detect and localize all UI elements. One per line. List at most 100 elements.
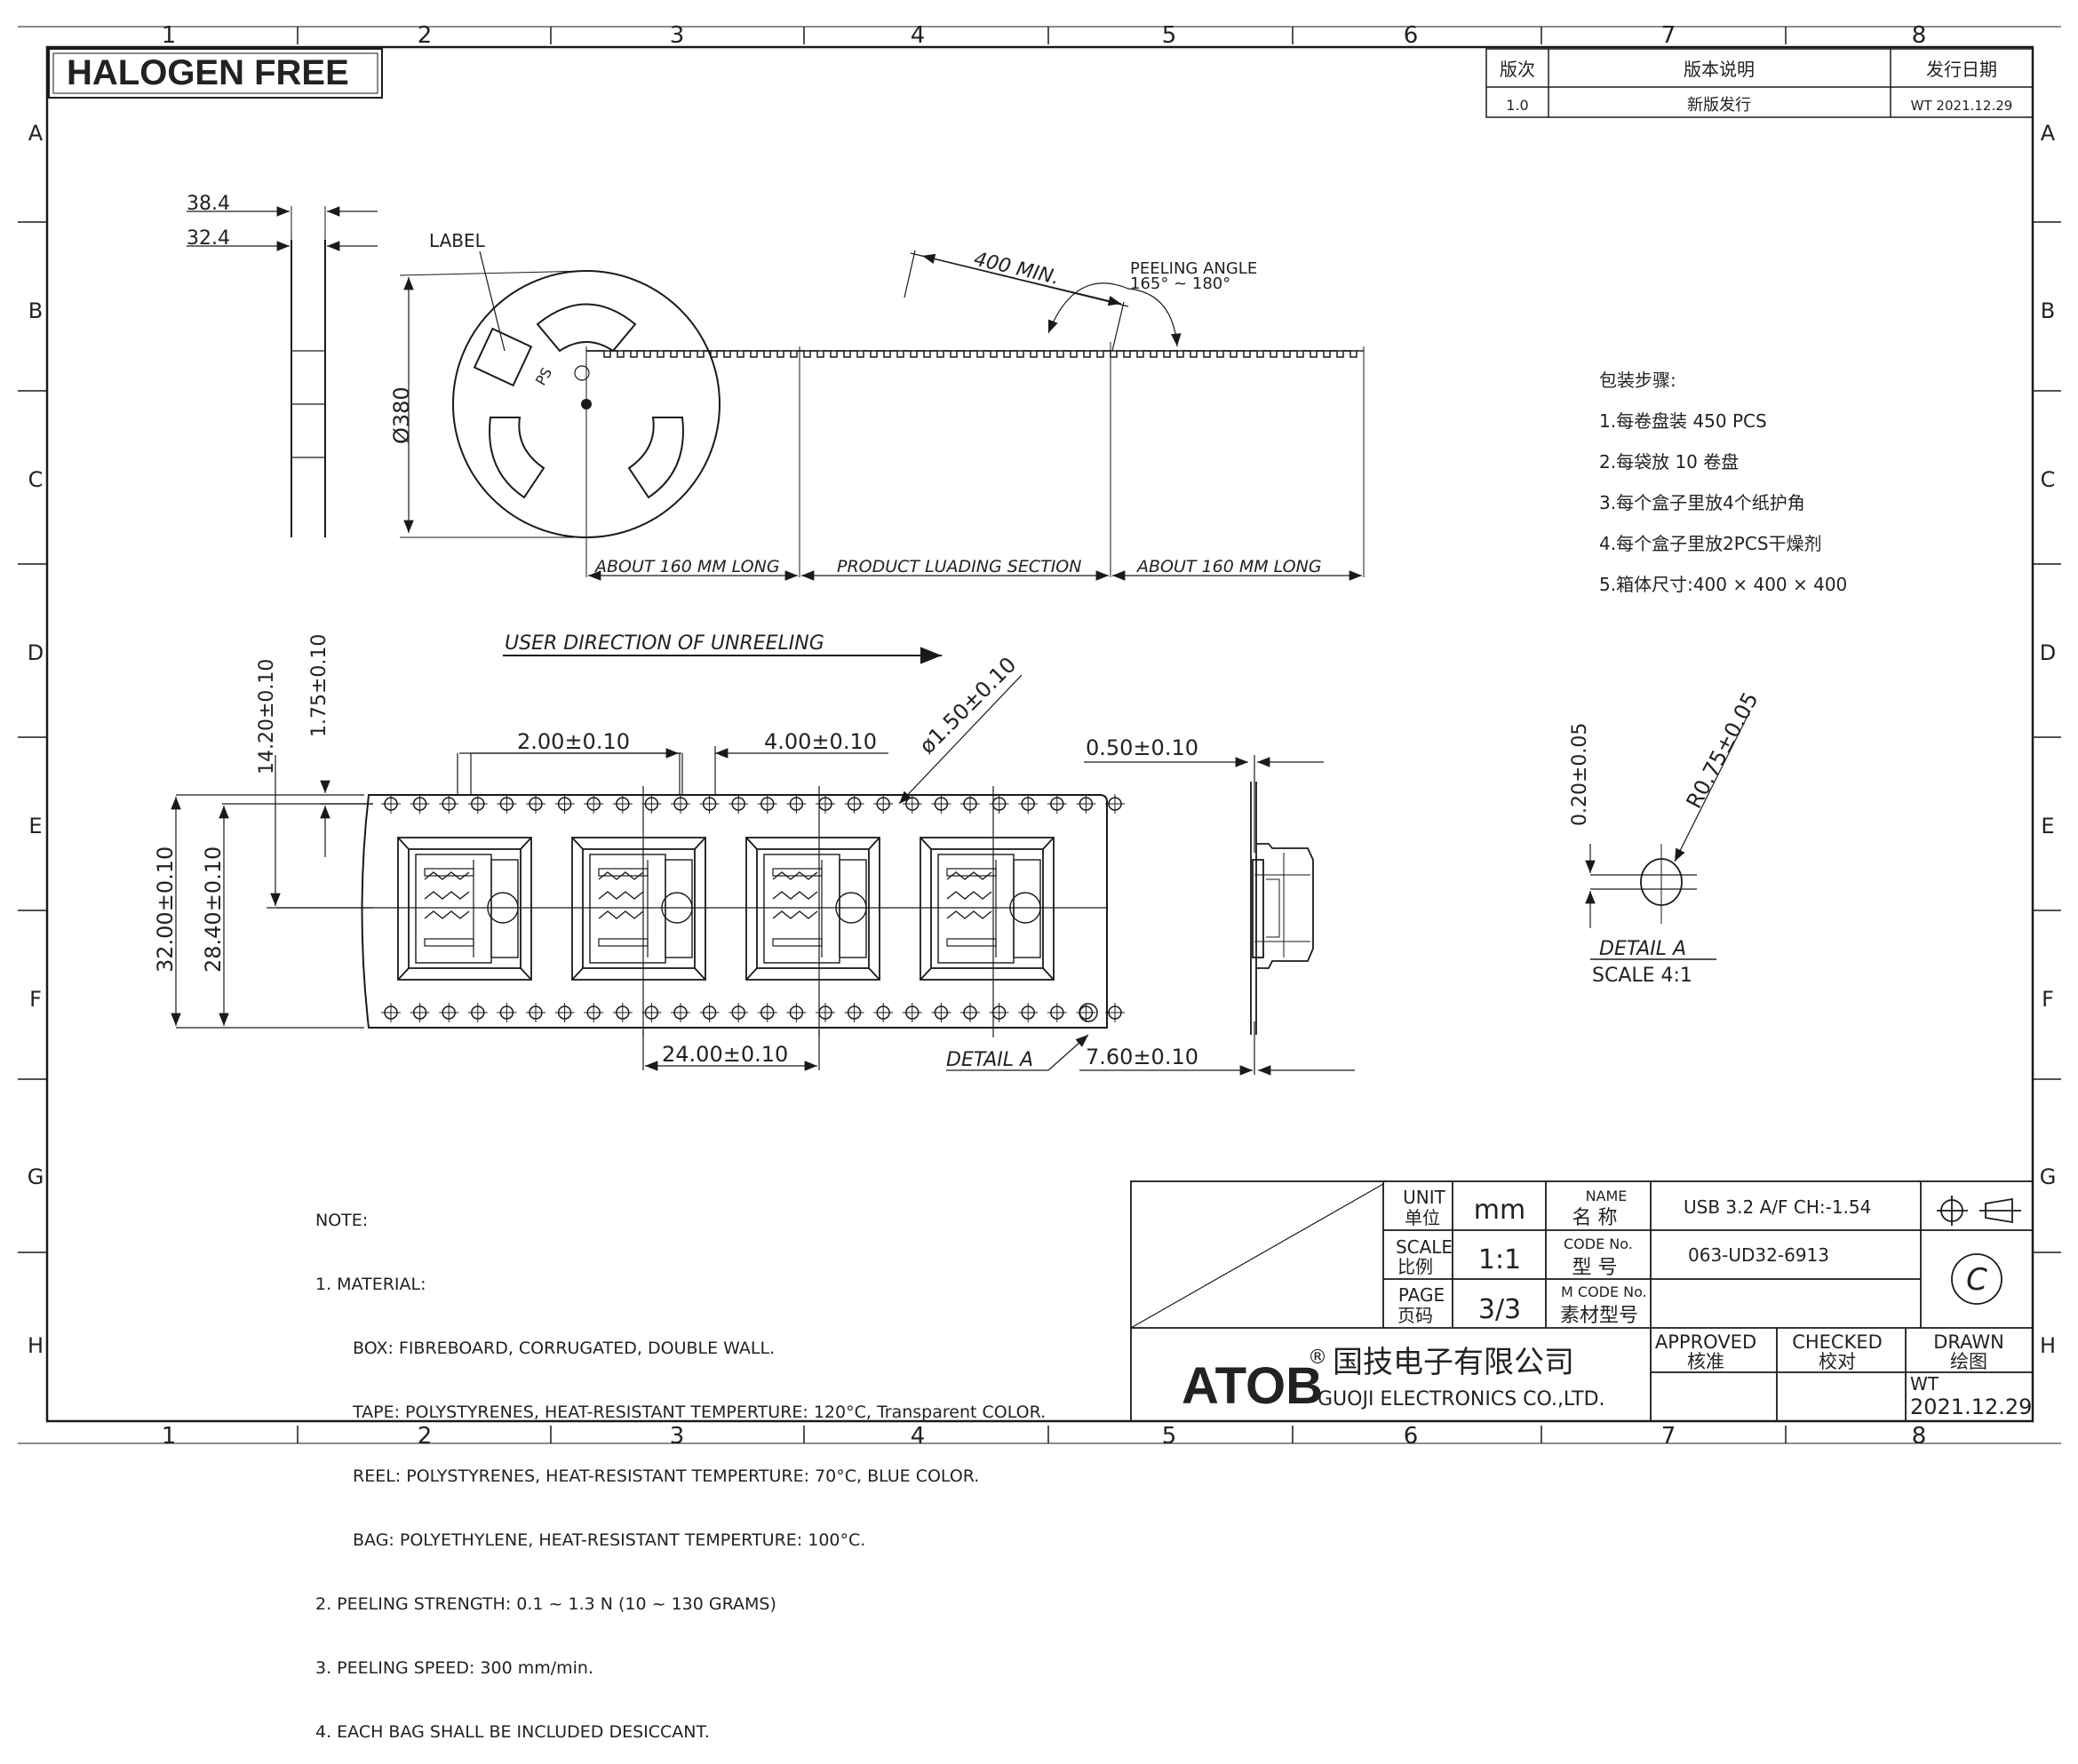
checked-label-en: CHECKED — [1792, 1331, 1883, 1353]
drawn-by: WT — [1910, 1373, 1939, 1395]
rev-row-version: 1.0 — [1506, 97, 1528, 114]
zone-col-label: 1 — [162, 22, 177, 49]
note-line: BAG: POLYETHYLENE, HEAT-RESISTANT TEMPER… — [353, 1530, 866, 1550]
tape-min-length: 400 MIN. — [972, 248, 1062, 289]
notes-block: NOTE: 1. MATERIAL: BOX: FIBREBOARD, CORR… — [315, 1167, 1046, 1764]
tape-profile-top — [585, 250, 1365, 581]
zone-col-label: 4 — [911, 1423, 926, 1450]
company-name-en: GUOJI ELECTRONICS CO.,LTD. — [1318, 1388, 1605, 1410]
zone-row-label: B — [2041, 298, 2055, 323]
zone-row-label: H — [2040, 1333, 2056, 1358]
zone-row-label: H — [28, 1333, 44, 1358]
detail-a-scale: SCALE 4:1 — [1592, 965, 1692, 987]
pocket — [745, 837, 880, 981]
rev-row-date: WT 2021.12.29 — [1911, 98, 2013, 114]
dim-1-75: 1.75±0.10 — [308, 634, 330, 737]
peeling-angle-range: 165° ~ 180° — [1130, 274, 1230, 293]
note-line: 4. EACH BAG SHALL BE INCLUDED DESICCANT. — [315, 1722, 710, 1742]
zone-ticks — [18, 27, 2061, 1443]
unreeling-direction: USER DIRECTION OF UNREELING — [505, 632, 824, 655]
zone-col-label: 4 — [911, 22, 926, 49]
packing-title: 包装步骤: — [1599, 369, 1676, 391]
zone-row-label: E — [2041, 814, 2054, 838]
rev-header-desc: 版本说明 — [1684, 59, 1755, 80]
tape-side-section — [1250, 782, 1314, 1035]
zone-col-label: 1 — [162, 1423, 177, 1450]
dim-24-00: 24.00±0.10 — [662, 1042, 788, 1067]
section-trailer: ABOUT 160 MM LONG — [1135, 557, 1322, 576]
unit-label-en: UNIT — [1403, 1187, 1445, 1208]
reel-side-view — [187, 206, 378, 537]
zone-row-label: B — [28, 298, 43, 323]
zone-row-label: C — [28, 467, 44, 492]
page-value: 3/3 — [1478, 1294, 1521, 1325]
zone-col-label: 5 — [1162, 1423, 1177, 1450]
dim-28-40: 28.40±0.10 — [201, 846, 226, 973]
packing-step-3: 3.每个盒子里放4个纸护角 — [1599, 492, 1805, 513]
zone-row-label: E — [28, 814, 42, 838]
dim-32-00: 32.00±0.10 — [153, 846, 178, 973]
pocket — [920, 837, 1055, 981]
reel-ps-mark: PS — [532, 365, 555, 389]
page-label-cn: 页码 — [1397, 1305, 1433, 1326]
zone-row-label: F — [29, 987, 42, 1012]
unit-label-cn: 单位 — [1405, 1207, 1440, 1228]
zone-col-label: 6 — [1404, 22, 1419, 49]
note-line: REEL: POLYSTYRENES, HEAT-RESISTANT TEMPE… — [353, 1466, 980, 1486]
carrier-tape — [267, 786, 1108, 1037]
name-value: USB 3.2 A/F CH:-1.54 — [1684, 1196, 1871, 1218]
halogen-free-box: HALOGEN FREE — [48, 48, 383, 99]
sprocket-holes — [381, 794, 1125, 1022]
dim-7-60: 7.60±0.10 — [1086, 1045, 1198, 1069]
zone-col-label: 7 — [1661, 22, 1676, 49]
code-label-en: CODE No. — [1564, 1236, 1633, 1252]
zone-row-label: G — [28, 1164, 44, 1189]
note-line: 2. PEELING STRENGTH: 0.1 ~ 1.3 N (10 ~ 1… — [315, 1594, 776, 1614]
company-logo: ATOB — [1182, 1357, 1323, 1415]
approved-label-cn: 核准 — [1687, 1351, 1724, 1372]
zone-col-label: 8 — [1912, 22, 1927, 49]
zone-col-label: 8 — [1912, 1423, 1927, 1450]
checked-label-cn: 校对 — [1819, 1351, 1856, 1372]
note-line: TAPE: POLYSTYRENES, HEAT-RESISTANT TEMPE… — [353, 1402, 1047, 1422]
component-pockets — [397, 837, 1055, 981]
code-value: 063-UD32-6913 — [1688, 1244, 1829, 1266]
rev-header-version: 版次 — [1500, 59, 1535, 80]
packing-steps: 包装步骤: 1.每卷盘装 450 PCS 2.每袋放 10 卷盘 3.每个盒子里… — [1599, 366, 1847, 611]
zone-col-label: 7 — [1661, 1423, 1676, 1450]
rev-header-date: 发行日期 — [1926, 59, 1997, 80]
detail-a-radius: R0.75±0.05 — [1682, 688, 1764, 813]
dim-hole-dia: ø1.50±0.10 — [914, 652, 1021, 759]
reel-front-view — [399, 250, 721, 577]
detail-a-dim-0-20: 0.20±0.05 — [1569, 723, 1591, 826]
reel-width-outer: 38.4 — [187, 193, 230, 215]
detail-a-view — [1585, 710, 1751, 960]
zone-row-label: D — [2040, 640, 2056, 665]
halogen-free-label: HALOGEN FREE — [67, 53, 349, 92]
drawn-date: 2021.12.29 — [1910, 1395, 2032, 1419]
zone-col-label: 3 — [670, 1423, 685, 1450]
pocket — [571, 837, 706, 981]
zone-col-label: 3 — [670, 22, 685, 49]
scale-value: 1:1 — [1478, 1244, 1521, 1275]
reel-diameter: Ø380 — [389, 386, 414, 444]
reference-hole — [1079, 1003, 1098, 1022]
zone-col-label: 2 — [418, 22, 433, 49]
note-line: 3. PEELING SPEED: 300 mm/min. — [315, 1658, 593, 1678]
name-label-en: NAME — [1586, 1188, 1628, 1204]
tape-dimension-lines — [171, 674, 1355, 1076]
drawn-label-cn: 绘图 — [1950, 1351, 1987, 1372]
section-leader: ABOUT 160 MM LONG — [593, 557, 780, 576]
zone-row-label: D — [28, 640, 44, 665]
title-block-grid — [1130, 1180, 2034, 1422]
mcode-label-en: M CODE No. — [1561, 1283, 1647, 1300]
revision-table — [1485, 48, 2034, 118]
approved-label-en: APPROVED — [1655, 1331, 1756, 1353]
reel-label-callout: LABEL — [429, 230, 486, 251]
peeling-angle-label: PEELING ANGLE — [1130, 259, 1257, 278]
dim-0-50: 0.50±0.10 — [1086, 735, 1198, 760]
zone-row-label: A — [28, 121, 44, 146]
